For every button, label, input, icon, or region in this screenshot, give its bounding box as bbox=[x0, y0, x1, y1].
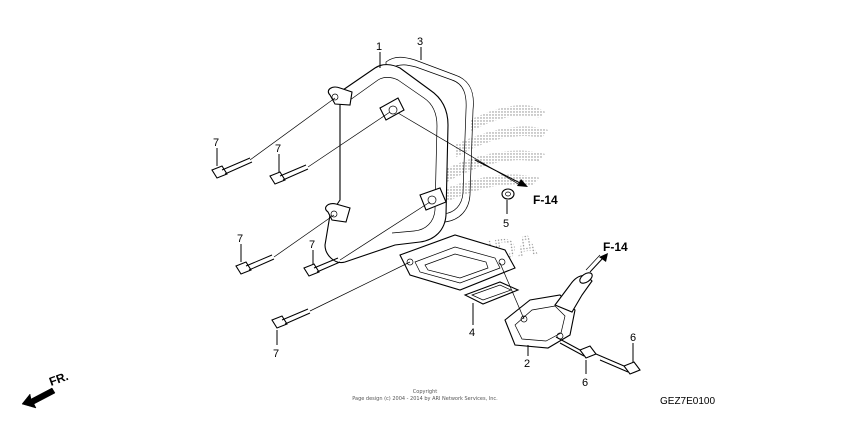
ref-label-bottom: F-14 bbox=[603, 240, 628, 254]
callout-6b: 6 bbox=[630, 332, 636, 344]
copyright-line-2: Page design (c) 2004 - 2014 by ARI Netwo… bbox=[352, 396, 498, 402]
bolt-7d bbox=[303, 257, 341, 277]
ref-label-top: F-14 bbox=[533, 193, 558, 207]
part-1-cover bbox=[324, 64, 449, 264]
callout-7a: 7 bbox=[213, 137, 219, 149]
callout-7c: 7 bbox=[237, 233, 243, 245]
callout-5: 5 bbox=[503, 218, 509, 230]
ref-arrow-bottom bbox=[589, 253, 608, 273]
bolt-6a bbox=[555, 336, 597, 359]
callout-1: 1 bbox=[376, 41, 382, 53]
callout-4: 4 bbox=[469, 327, 475, 339]
front-label: FR. bbox=[47, 369, 70, 389]
bolt-7b bbox=[269, 164, 309, 185]
bolt-7c bbox=[235, 254, 275, 275]
front-direction-arrow: FR. bbox=[21, 369, 70, 409]
callout-6a: 6 bbox=[582, 377, 588, 389]
bolt-7e bbox=[271, 308, 311, 329]
callout-7d: 7 bbox=[309, 239, 315, 251]
bolt-7a bbox=[211, 157, 253, 179]
callout-7b: 7 bbox=[275, 143, 281, 155]
part-2-outlet-housing bbox=[504, 272, 593, 349]
callout-3: 3 bbox=[417, 36, 423, 48]
bolt-6b bbox=[595, 353, 641, 375]
part-5-washer bbox=[501, 188, 515, 200]
copyright-line-1: Copyright bbox=[413, 389, 437, 395]
cover-flange bbox=[399, 234, 516, 291]
callout-2: 2 bbox=[524, 358, 530, 370]
ref-arrow-top bbox=[474, 159, 528, 187]
diagram-code: GEZ7E0100 bbox=[660, 396, 715, 407]
part-4-gasket bbox=[463, 281, 520, 305]
callout-7e: 7 bbox=[273, 348, 279, 360]
